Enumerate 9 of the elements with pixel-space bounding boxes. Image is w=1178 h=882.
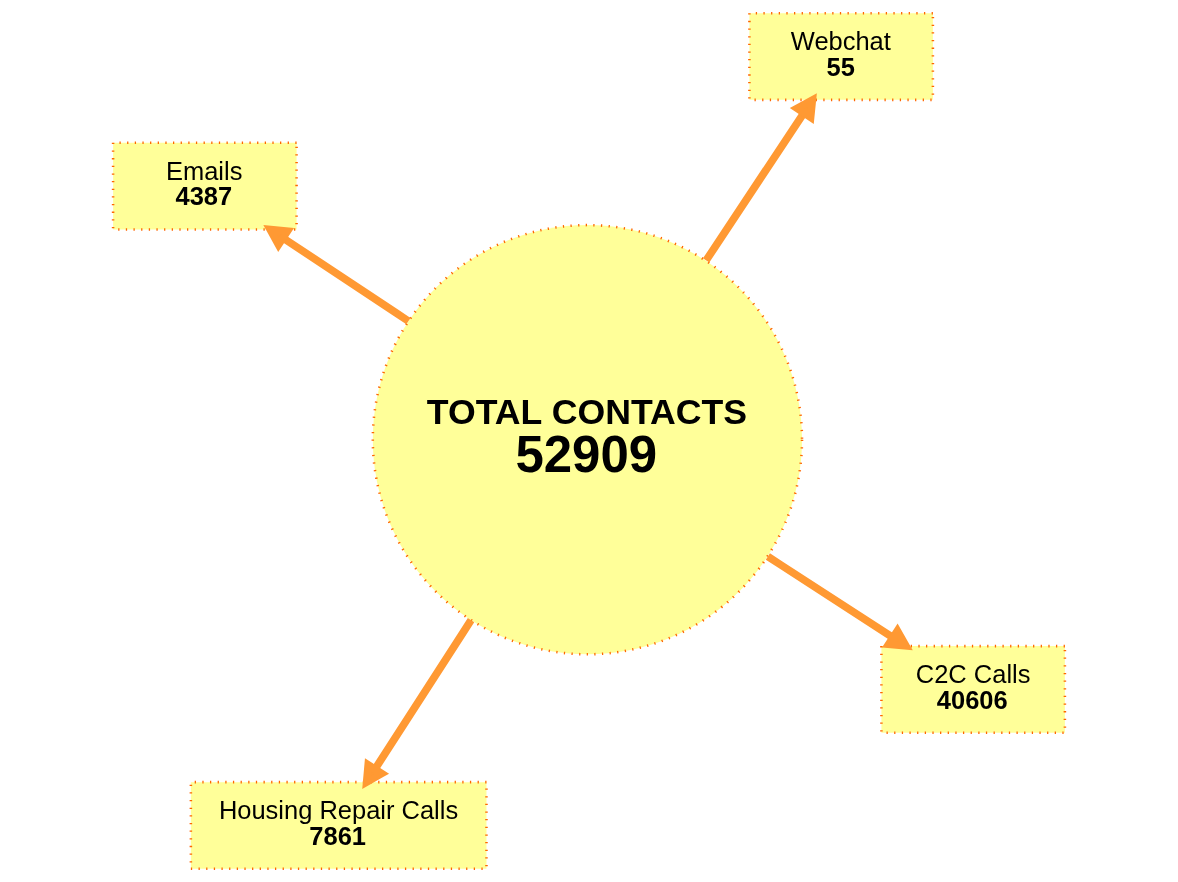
node-circle: TOTAL CONTACTS 52909 (371, 223, 804, 656)
arrow (362, 618, 475, 789)
arrow (263, 224, 411, 325)
arrow (702, 93, 817, 263)
node-box: Emails 4387 (111, 141, 298, 231)
node-box: C2C Calls 40606 (880, 644, 1067, 735)
arrow (765, 553, 913, 651)
node-box: Webchat 55 (748, 11, 935, 102)
node-box: Housing Repair Calls 7861 (189, 780, 488, 871)
